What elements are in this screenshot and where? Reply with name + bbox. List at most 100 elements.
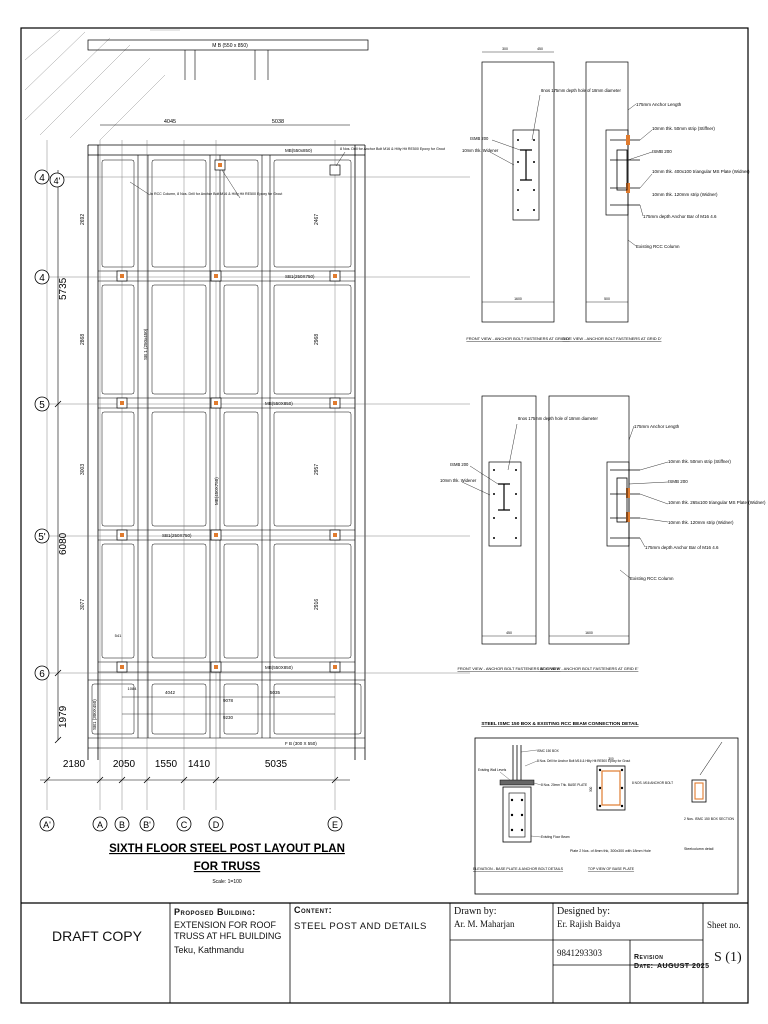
grid-row-4: 6 xyxy=(39,669,45,680)
small-dim-4: 9230 xyxy=(223,715,234,720)
bottom-dim-2: 2050 xyxy=(113,759,136,770)
d1-front-caption: FRONT VIEW - ANCHOR BOLT FASTENERS AT GR… xyxy=(466,336,570,341)
inner-dim-7: 2957 xyxy=(314,464,320,475)
plan-scale: Scale: 1=100 xyxy=(212,879,242,885)
left-dim-3: 1979 xyxy=(58,705,69,728)
bottom-dim-4: 1410 xyxy=(188,759,211,770)
d3-steel-caption: Steelcolumn detail xyxy=(684,847,714,851)
plan-note-1: In RCC Column, 8 Nos. Drill for Anchor B… xyxy=(150,192,282,196)
beam-label-6: F B (300 X 550) xyxy=(285,741,317,746)
date-value: AUGUST 2025 xyxy=(657,963,710,970)
grid-row-3: 5' xyxy=(38,532,46,543)
d2-dim-1600: 1600 xyxy=(585,631,593,635)
title-block xyxy=(169,903,704,1003)
proposed-building-label: Proposed Building: xyxy=(174,907,256,917)
designed-by-label: Designed by: xyxy=(557,906,611,917)
d2-side-caption: SIDE VIEW - ANCHOR BOLT FASTENERS AT GRI… xyxy=(540,666,639,671)
top-dim-2: 5038 xyxy=(272,119,284,125)
d3-label-4: Existing Floor Beam xyxy=(541,835,570,839)
inner-dim-2: 2868 xyxy=(80,334,86,345)
grid-row-2: 5 xyxy=(39,400,45,411)
d1-front-label-2: 10mm thk. Widener xyxy=(462,148,499,153)
drawn-by-label: Drawn by: xyxy=(454,906,497,917)
d2-front-label-1: ISMB 200 xyxy=(450,462,469,467)
small-dim-6: 541 xyxy=(115,633,122,638)
d3-plate-note: Plate 2 Nos. of 8mm thk, 300x300 with 18… xyxy=(570,849,651,853)
d2-side-label-0: 175mm Anchor Length xyxy=(634,424,680,429)
d1-dim-300: 300 xyxy=(502,47,508,51)
d1-side-label-0: 175mm Anchor Length xyxy=(636,102,682,107)
d2-side-label-2: ISMB 200 xyxy=(668,479,688,484)
bottom-dim-3: 1550 xyxy=(155,759,178,770)
small-dim-2: 5035 xyxy=(270,690,281,695)
d3-elev-caption-1: ELEVATION - BASE PLATE & ANCHOR BOLT DET… xyxy=(473,867,564,871)
grid-col-4: C xyxy=(181,820,188,830)
content-label: Content: xyxy=(294,905,333,915)
beam-label-4: SB1(250X750) xyxy=(162,533,192,538)
grid-row-1b: 4 xyxy=(39,273,45,284)
d3-section-caption: 2 Nos. ISMC 150 BOX SECTION xyxy=(684,817,734,821)
d1-dim-1600: 1600 xyxy=(514,297,522,301)
inner-dim-8: 2916 xyxy=(314,599,320,610)
drawn-by-value: Ar. M. Maharjan xyxy=(454,919,515,929)
d1-side-label-3: 10mm thk. 400x100 triangular MS Plate (W… xyxy=(652,169,750,174)
d1-side-caption: SIDE VIEW - ANCHOR BOLT FASTENERS AT GRI… xyxy=(563,336,662,341)
d2-dim-450: 450 xyxy=(506,631,512,635)
d3-label-0: ISMC 150 BOX xyxy=(537,749,560,753)
d1-side-label-5: 175mm depth Anchor Bar of M16 4.6 xyxy=(643,214,717,219)
d3-label-5: 8 NOS. M16 ANCHOR BOLT xyxy=(632,781,673,785)
small-dim-5: 1084 xyxy=(128,686,138,691)
date-label: Date: xyxy=(634,963,654,970)
anchor-detail-grid-e: 450 8nos 175mm depth hole of 18mm diamet… xyxy=(440,395,766,671)
d2-front-label-0: 8nos 175mm depth hole of 18mm diameter xyxy=(518,416,598,421)
sheet-no-value: S (1) xyxy=(714,950,742,965)
inner-dim-5: 2467 xyxy=(314,214,320,225)
plan-title-line1: SIXTH FLOOR STEEL POST LAYOUT PLAN xyxy=(109,843,345,855)
plan-title-line2: FOR TRUSS xyxy=(194,861,261,873)
d1-dim-450: 450 xyxy=(537,47,543,51)
grid-col-1: A xyxy=(97,820,103,830)
sheet-border xyxy=(20,27,749,1004)
d3-label-7: 300 xyxy=(589,786,593,792)
beam-label-7: SB 1 (250x450) xyxy=(143,328,148,360)
grid-row-0: 4' xyxy=(54,176,61,186)
d3-label-1: 8 Nos. Drill for Anchor Bolt M16 & Hilty… xyxy=(537,759,630,763)
grid-col-3: B' xyxy=(143,820,151,830)
small-dim-3: 9078 xyxy=(223,698,234,703)
designed-by-value: Er. Rajish Baidya xyxy=(557,919,621,929)
grid-col-0: A' xyxy=(43,820,51,830)
d3-label-2: Existing Wall Levels xyxy=(478,768,507,772)
grid-row-1: 4 xyxy=(39,173,45,184)
d1-side-label-4: 10mm thk. 120mm strip (Widner) xyxy=(652,192,718,197)
grid-col-5: D xyxy=(213,820,220,830)
inner-dim-3: 3003 xyxy=(80,464,86,475)
d1-side-label-2: ISMB 200 xyxy=(652,149,672,154)
plan-note-2: 8 Nos. Drill for Anchor Bolt M16 & Hilty… xyxy=(340,147,445,151)
phone-value: 9841293303 xyxy=(557,948,602,958)
d3-label-3: 8 Nos. 20mm Thk. BASE PLATE xyxy=(541,783,587,787)
bottom-dim-1: 2180 xyxy=(63,759,86,770)
left-dim-1: 5735 xyxy=(58,277,69,300)
d1-dim-500: 500 xyxy=(604,297,610,301)
d3-title: STEEL ISMC 150 BOX & EXISTING RCC BEAM C… xyxy=(481,721,638,727)
location-value: Teku, Kathmandu xyxy=(174,945,245,955)
revision-label: Revision xyxy=(634,954,664,961)
d3-label-6: 300 xyxy=(608,757,614,761)
beam-label-5: MB(550X850) xyxy=(265,665,293,670)
d1-front-label-1: ISMB 200 xyxy=(470,136,489,141)
d2-side-label-5: 175mm depth Anchor Bar of M16 4.6 xyxy=(645,545,719,550)
left-dim-2: 6080 xyxy=(58,532,69,555)
content-value: STEEL POST AND DETAILS xyxy=(294,921,427,932)
top-dim-1: 4045 xyxy=(164,119,176,125)
d1-side-label-6: Existing RCC Column xyxy=(636,244,680,249)
beam-label-2: SB1(250X750) xyxy=(285,274,315,279)
beam-label-8: MB(450X750) xyxy=(214,477,219,505)
d2-side-label-3: 10mm thk. 265x100 triangular MS Plate (W… xyxy=(668,500,766,505)
beam-label-9: SB1 (300X450) xyxy=(92,699,97,730)
beam-label-3: MB(550X850) xyxy=(265,401,293,406)
d2-front-caption: FRONT VIEW - ANCHOR BOLT FASTENERS AT GR… xyxy=(457,666,560,671)
inner-dim-4: 3077 xyxy=(80,599,86,610)
box-connection-detail: STEEL ISMC 150 BOX & EXISTING RCC BEAM C… xyxy=(473,721,739,895)
beam-label-1: MB(550x850) xyxy=(285,148,313,153)
sheet-no-label: Sheet no. xyxy=(707,920,741,930)
